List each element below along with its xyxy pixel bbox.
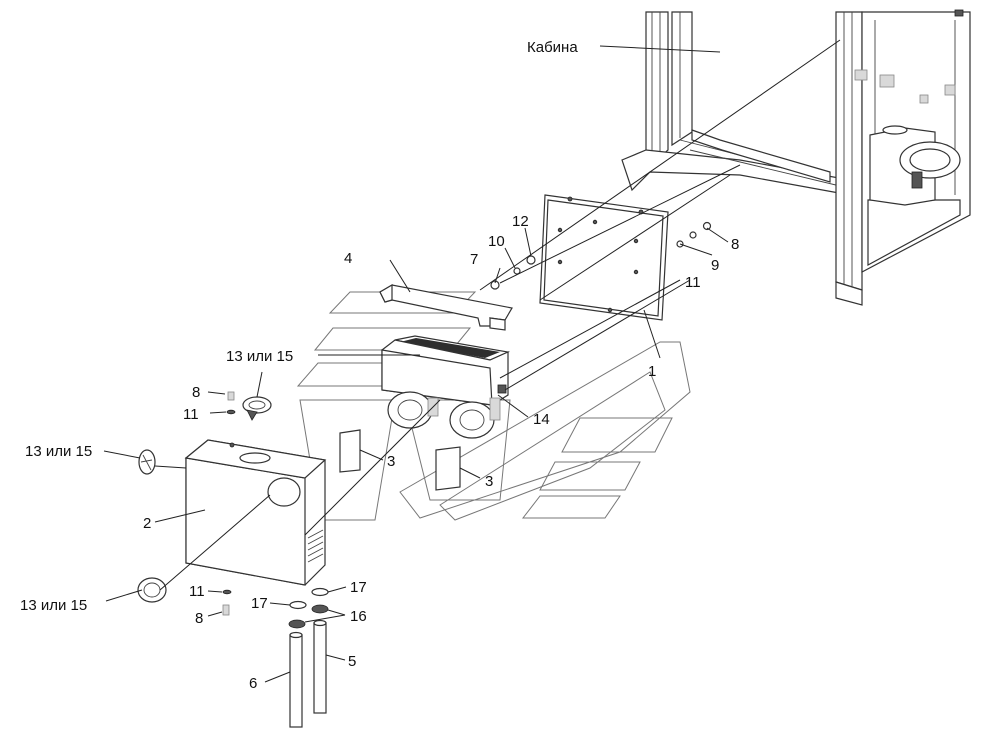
- callout-labels: Кабина 1 2 3 3 4 5 6 7 8 8 8 9 10 11 11 …: [20, 39, 739, 692]
- filters: [339, 429, 461, 491]
- leader-lines: [103, 39, 841, 683]
- label-part-3b: 3: [485, 473, 493, 490]
- label-part-8b: 8: [192, 384, 200, 401]
- label-part-11a: 11: [685, 274, 701, 291]
- label-part-6: 6: [249, 675, 257, 692]
- label-part-8c: 8: [195, 610, 203, 627]
- label-part-13c: 13 или 15: [20, 597, 87, 614]
- nozzles: [137, 396, 272, 603]
- label-part-5: 5: [348, 653, 356, 670]
- label-part-4: 4: [344, 250, 352, 267]
- cab-frame: [621, 9, 971, 306]
- label-part-12: 12: [512, 213, 529, 230]
- label-part-13a: 13 или 15: [226, 348, 293, 365]
- label-part-2: 2: [143, 515, 151, 532]
- label-part-17b: 17: [350, 579, 367, 596]
- label-part-17a: 17: [251, 595, 268, 612]
- label-part-3a: 3: [387, 453, 395, 470]
- label-part-9: 9: [711, 257, 719, 274]
- label-part-16: 16: [350, 608, 367, 625]
- duct-housing: [184, 439, 327, 586]
- label-part-8a: 8: [731, 236, 739, 253]
- label-part-14: 14: [533, 411, 550, 428]
- label-part-1: 1: [648, 363, 656, 380]
- fasteners: [222, 221, 712, 616]
- bracket: [379, 283, 513, 331]
- label-part-7: 7: [470, 251, 478, 268]
- label-part-11c: 11: [189, 583, 205, 600]
- label-part-10: 10: [488, 233, 505, 250]
- label-cab: Кабина: [527, 39, 578, 56]
- heater-unit: [381, 335, 511, 439]
- label-part-13b: 13 или 15: [25, 443, 92, 460]
- tubes: [288, 587, 329, 728]
- label-part-11b: 11: [183, 406, 199, 423]
